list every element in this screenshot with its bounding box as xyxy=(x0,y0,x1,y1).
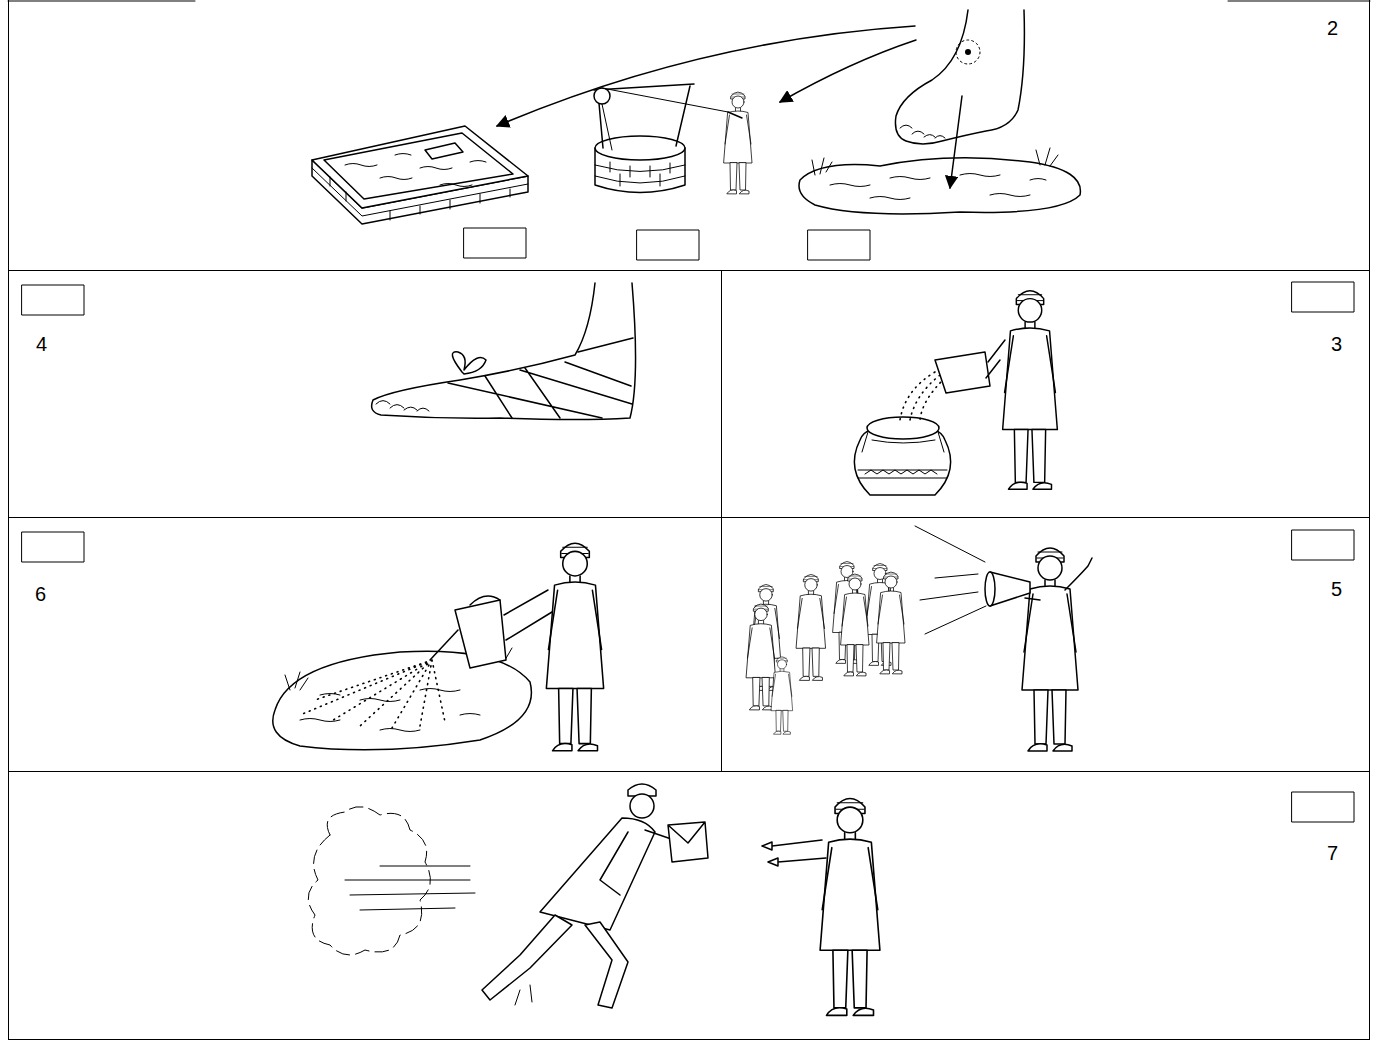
pond xyxy=(799,148,1080,214)
answer-box xyxy=(637,230,699,260)
watering-can xyxy=(455,600,506,668)
arms xyxy=(1025,558,1092,600)
child xyxy=(771,657,792,734)
water-ripples xyxy=(830,174,1046,200)
answer-box xyxy=(808,230,870,260)
picture-panel: 3 xyxy=(721,270,1370,518)
callout-number: 7 xyxy=(1327,842,1338,864)
arm xyxy=(728,112,742,118)
treating-pond xyxy=(273,543,604,751)
well xyxy=(594,84,752,194)
spray xyxy=(300,660,445,728)
frame-top xyxy=(8,1,1370,2)
bandage-knot xyxy=(452,352,486,374)
speed-lines xyxy=(345,866,475,910)
arms xyxy=(504,590,552,640)
answer-box xyxy=(464,228,526,258)
motion-lines xyxy=(515,985,532,1005)
picture-panel: 6 xyxy=(8,517,722,772)
health-worker xyxy=(820,799,880,1016)
callout-number: 3 xyxy=(1331,333,1342,355)
filter-cloth xyxy=(867,417,939,439)
picture-panel: 4 xyxy=(8,270,722,518)
arms xyxy=(986,340,1005,378)
water-ripples xyxy=(345,154,486,187)
arrow xyxy=(950,96,962,188)
picture-panel: 2 xyxy=(8,0,1370,271)
well-top xyxy=(595,136,685,160)
tunic xyxy=(540,818,655,930)
brick-lines xyxy=(595,162,685,186)
pot-pattern xyxy=(858,470,947,478)
pond-outline xyxy=(799,158,1080,214)
sound-lines xyxy=(915,526,986,634)
toes xyxy=(376,401,429,412)
water-ripples xyxy=(300,689,480,732)
man-watering xyxy=(546,543,603,751)
megaphone-mouth xyxy=(985,572,995,606)
brick-lines xyxy=(312,168,528,220)
infected-foot xyxy=(895,10,1024,144)
callout-number: 2 xyxy=(1327,17,1338,39)
toes xyxy=(900,125,945,138)
head xyxy=(630,794,654,818)
water-tank xyxy=(312,126,528,224)
foot-outline xyxy=(372,283,636,420)
transmission-arrows xyxy=(497,26,962,188)
filtering-water xyxy=(854,291,1057,495)
picture-panel: 7 xyxy=(8,771,1370,1040)
callout-number: 5 xyxy=(1331,578,1342,600)
grass xyxy=(812,148,1058,175)
reporting-case xyxy=(308,784,880,1015)
tank-water xyxy=(324,133,513,199)
arrow xyxy=(780,40,916,102)
front-leg xyxy=(585,922,628,1008)
arrow xyxy=(497,26,915,126)
answer-box xyxy=(22,285,84,315)
answer-box xyxy=(1292,282,1354,312)
bandaged-foot xyxy=(372,283,636,420)
bucket xyxy=(935,352,990,393)
health-education xyxy=(746,526,1092,751)
cloth-folds xyxy=(862,432,944,452)
villager xyxy=(877,572,905,674)
poured-water xyxy=(900,372,945,420)
rope xyxy=(602,88,728,150)
villager xyxy=(746,604,775,710)
man-drawing-water xyxy=(724,92,752,194)
back-leg xyxy=(482,915,572,1000)
man-pouring xyxy=(1003,291,1058,489)
answer-box xyxy=(1292,792,1354,822)
pulley xyxy=(594,88,610,104)
letter xyxy=(668,822,708,862)
can-spout xyxy=(430,596,500,660)
bandage xyxy=(448,338,633,418)
blister-rays xyxy=(956,40,980,64)
hands xyxy=(762,842,778,866)
answer-box xyxy=(1292,530,1354,560)
villager xyxy=(841,574,869,676)
callout-number: 4 xyxy=(36,333,47,355)
pond-outline xyxy=(273,651,532,750)
dust-cloud xyxy=(308,807,430,955)
megaphone xyxy=(990,572,1030,606)
villager xyxy=(796,574,825,680)
man-with-megaphone xyxy=(1022,548,1078,751)
foot-outline xyxy=(895,10,1024,144)
guinea-worm-blister xyxy=(965,49,971,55)
tank-step xyxy=(425,143,463,159)
picture-panel: 5 xyxy=(721,517,1370,772)
frame-line xyxy=(8,1,1370,2)
tank-rim xyxy=(312,126,528,208)
callout-number: 6 xyxy=(35,583,46,605)
answer-box xyxy=(22,532,84,562)
outstretched-arms xyxy=(772,840,826,862)
arms xyxy=(600,830,680,895)
